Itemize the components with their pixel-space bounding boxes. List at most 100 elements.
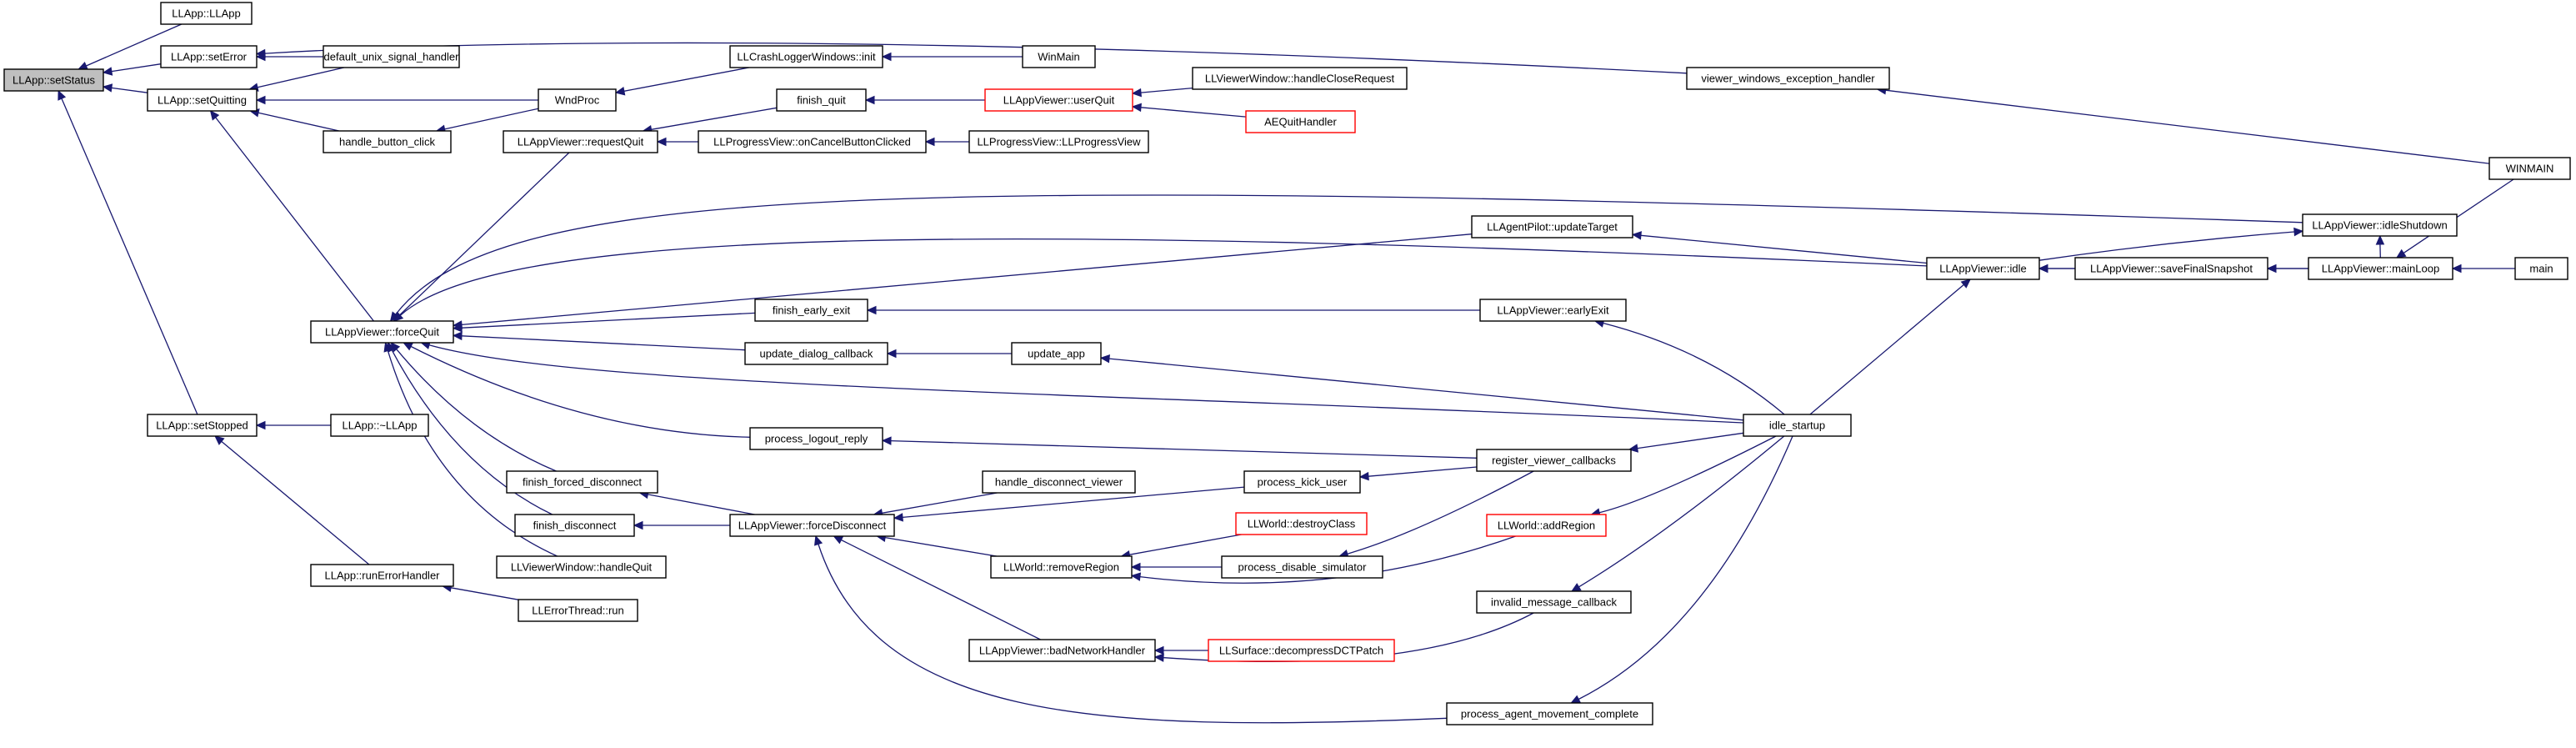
node-LLErrorThread_run[interactable]: LLErrorThread::run: [518, 599, 638, 622]
node-box[interactable]: [1486, 514, 1607, 537]
node-box[interactable]: [698, 130, 927, 153]
node-setQuitting[interactable]: LLApp::setQuitting: [147, 88, 258, 112]
node-box[interactable]: [1192, 67, 1408, 90]
node-box[interactable]: [776, 88, 867, 112]
node-box[interactable]: [147, 414, 258, 437]
node-LLApp[interactable]: LLApp::LLApp: [160, 2, 253, 25]
node-box[interactable]: [990, 555, 1133, 579]
node-register_viewer_callbacks[interactable]: register_viewer_callbacks: [1476, 449, 1632, 472]
node-idle_startup[interactable]: idle_startup: [1743, 414, 1852, 437]
node-badNetworkHandler[interactable]: LLAppViewer::badNetworkHandler: [968, 639, 1156, 662]
node-setError[interactable]: LLApp::setError: [160, 45, 258, 68]
node-box[interactable]: [2302, 213, 2458, 237]
node-box[interactable]: [1208, 639, 1395, 662]
node-setStatus[interactable]: LLApp::setStatus: [3, 68, 104, 92]
node-runErrorHandler[interactable]: LLApp::runErrorHandler: [310, 564, 454, 587]
node-finish_early_exit[interactable]: finish_early_exit: [754, 299, 868, 322]
node-WinMain[interactable]: WinMain: [1022, 45, 1096, 68]
node-process_kick_user[interactable]: process_kick_user: [1243, 470, 1361, 494]
node-box[interactable]: [310, 320, 454, 344]
node-box[interactable]: [1446, 702, 1653, 725]
node-box[interactable]: [518, 599, 638, 622]
node-process_disable_simulator[interactable]: process_disable_simulator: [1221, 555, 1383, 579]
node-box[interactable]: [968, 130, 1149, 153]
node-box[interactable]: [503, 130, 658, 153]
node-box[interactable]: [310, 564, 454, 587]
node-forceDisconnect[interactable]: LLAppViewer::forceDisconnect: [729, 514, 895, 537]
node-box[interactable]: [729, 45, 883, 68]
node-update_app[interactable]: update_app: [1011, 342, 1102, 365]
node-finish_quit[interactable]: finish_quit: [776, 88, 867, 112]
node-box[interactable]: [514, 514, 635, 537]
node-box[interactable]: [1221, 555, 1383, 579]
node-box[interactable]: [160, 2, 253, 25]
node-box[interactable]: [982, 470, 1136, 494]
node-box[interactable]: [2074, 257, 2268, 280]
node-box[interactable]: [749, 427, 883, 450]
node-process_logout_reply[interactable]: process_logout_reply: [749, 427, 883, 450]
node-box[interactable]: [1476, 590, 1632, 614]
node-box[interactable]: [1686, 67, 1890, 90]
node-handle_button_click[interactable]: handle_button_click: [323, 130, 452, 153]
node-finish_disconnect[interactable]: finish_disconnect: [514, 514, 635, 537]
node-idleShutdown[interactable]: LLAppViewer::idleShutdown: [2302, 213, 2458, 237]
node-invalid_message_callback[interactable]: invalid_message_callback: [1476, 590, 1632, 614]
node-saveFinalSnapshot[interactable]: LLAppViewer::saveFinalSnapshot: [2074, 257, 2268, 280]
node-WINMAIN[interactable]: WINMAIN: [2488, 157, 2571, 180]
node-removeRegion[interactable]: LLWorld::removeRegion: [990, 555, 1133, 579]
node-box[interactable]: [496, 555, 667, 579]
node-box[interactable]: [1471, 215, 1633, 238]
node-WndProc[interactable]: WndProc: [538, 88, 617, 112]
node-box[interactable]: [506, 470, 658, 494]
node-forceQuit[interactable]: LLAppViewer::forceQuit: [310, 320, 454, 344]
node-process_agent_movement_complete[interactable]: process_agent_movement_complete: [1446, 702, 1653, 725]
node-handle_disconnect_viewer[interactable]: handle_disconnect_viewer: [982, 470, 1136, 494]
node-box[interactable]: [968, 639, 1156, 662]
node-mainLoop[interactable]: LLAppViewer::mainLoop: [2308, 257, 2453, 280]
node-box[interactable]: [1479, 299, 1627, 322]
node-box[interactable]: [323, 130, 452, 153]
node-handleQuit[interactable]: LLViewerWindow::handleQuit: [496, 555, 667, 579]
node-box[interactable]: [1022, 45, 1096, 68]
node-default_unix_signal_handler[interactable]: default_unix_signal_handler: [323, 45, 460, 68]
node-LLProgressView[interactable]: LLProgressView::LLProgressView: [968, 130, 1149, 153]
node-earlyExit[interactable]: LLAppViewer::earlyExit: [1479, 299, 1627, 322]
node-box[interactable]: [984, 88, 1133, 112]
node-box[interactable]: [3, 68, 104, 92]
node-box[interactable]: [2308, 257, 2453, 280]
node-box[interactable]: [538, 88, 617, 112]
node-box[interactable]: [1743, 414, 1852, 437]
node-box[interactable]: [160, 45, 258, 68]
node-onCancelButtonClicked[interactable]: LLProgressView::onCancelButtonClicked: [698, 130, 927, 153]
node-LLApp_dtor[interactable]: LLApp::~LLApp: [330, 414, 429, 437]
node-AEQuitHandler[interactable]: AEQuitHandler: [1245, 110, 1356, 133]
node-setStopped[interactable]: LLApp::setStopped: [147, 414, 258, 437]
node-viewer_windows_exception_handler[interactable]: viewer_windows_exception_handler: [1686, 67, 1890, 90]
node-box[interactable]: [1476, 449, 1632, 472]
node-handleCloseRequest[interactable]: LLViewerWindow::handleCloseRequest: [1192, 67, 1408, 90]
node-box[interactable]: [323, 45, 460, 68]
node-box[interactable]: [1243, 470, 1361, 494]
node-requestQuit[interactable]: LLAppViewer::requestQuit: [503, 130, 658, 153]
node-box[interactable]: [1011, 342, 1102, 365]
node-box[interactable]: [1245, 110, 1356, 133]
node-box[interactable]: [729, 514, 895, 537]
node-box[interactable]: [1235, 512, 1368, 535]
node-box[interactable]: [744, 342, 888, 365]
node-decompressDCTPatch[interactable]: LLSurface::decompressDCTPatch: [1208, 639, 1395, 662]
node-destroyClass[interactable]: LLWorld::destroyClass: [1235, 512, 1368, 535]
node-userQuit[interactable]: LLAppViewer::userQuit: [984, 88, 1133, 112]
node-box[interactable]: [2488, 157, 2571, 180]
node-box[interactable]: [754, 299, 868, 322]
node-box[interactable]: [2514, 257, 2568, 280]
node-update_dialog_callback[interactable]: update_dialog_callback: [744, 342, 888, 365]
node-finish_forced_disconnect[interactable]: finish_forced_disconnect: [506, 470, 658, 494]
node-LLCrashLoggerWindows_init[interactable]: LLCrashLoggerWindows::init: [729, 45, 883, 68]
node-box[interactable]: [1926, 257, 2040, 280]
node-box[interactable]: [147, 88, 258, 112]
node-box[interactable]: [330, 414, 429, 437]
node-main[interactable]: main: [2514, 257, 2568, 280]
node-idle[interactable]: LLAppViewer::idle: [1926, 257, 2040, 280]
node-addRegion[interactable]: LLWorld::addRegion: [1486, 514, 1607, 537]
node-updateTarget[interactable]: LLAgentPilot::updateTarget: [1471, 215, 1633, 238]
